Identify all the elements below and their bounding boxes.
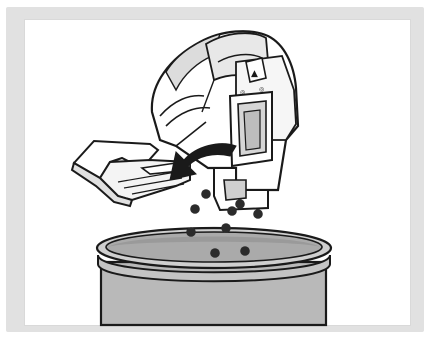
grounds-particle xyxy=(190,204,200,214)
grounds-particle xyxy=(253,209,263,219)
grounds-particle xyxy=(240,246,250,256)
waste-bin xyxy=(97,228,331,325)
grounds-particle xyxy=(221,223,231,233)
grounds-particle xyxy=(235,199,245,209)
grounds-particle xyxy=(227,206,237,216)
lock-icon: ▲ xyxy=(251,69,258,79)
grounds-particle xyxy=(186,227,196,237)
grounds-particle xyxy=(210,248,220,258)
unit-outlet-mouth xyxy=(224,180,246,200)
grounds-chute-hatch xyxy=(244,110,260,150)
grounds-particle xyxy=(201,189,211,199)
